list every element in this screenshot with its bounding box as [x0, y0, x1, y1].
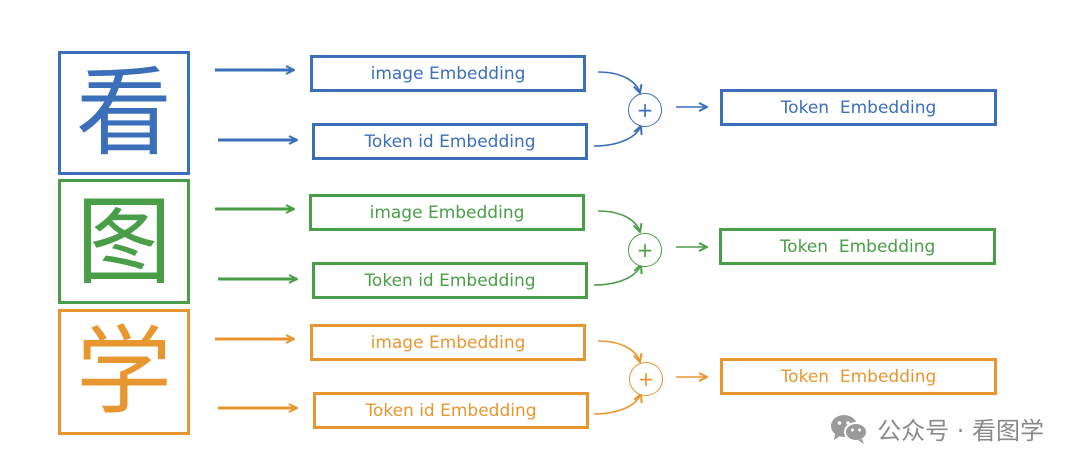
wechat-icon	[829, 413, 869, 445]
image-embedding-box: image Embedding	[310, 324, 586, 361]
plus-operator: +	[628, 93, 662, 127]
token-embedding-box: Token Embedding	[720, 89, 997, 126]
image-embedding-box: image Embedding	[310, 55, 586, 92]
watermark: 公众号 · 看图学	[829, 411, 1044, 446]
watermark-text: 公众号 · 看图学	[877, 417, 1044, 445]
arrow-token-id-embedding-to-plus	[593, 265, 641, 286]
token-embedding-box: Token Embedding	[720, 358, 997, 395]
plus-operator: +	[628, 233, 662, 267]
token-id-embedding-box: Token id Embedding	[313, 392, 589, 429]
character-box-kan: 看	[58, 51, 190, 175]
plus-operator: +	[629, 362, 663, 396]
row-1-arrows	[215, 70, 707, 147]
arrow-image-embedding-to-plus	[597, 210, 640, 232]
row-2-arrows	[215, 209, 707, 286]
character-box-tu: 图	[58, 179, 190, 304]
token-id-embedding-box: Token id Embedding	[312, 262, 588, 299]
arrow-image-embedding-to-plus	[597, 340, 640, 362]
character-box-xue: 学	[58, 309, 190, 435]
arrow-token-id-embedding-to-plus	[593, 394, 641, 415]
arrow-image-embedding-to-plus	[597, 71, 640, 93]
token-embedding-box: Token Embedding	[719, 228, 996, 265]
token-id-embedding-box: Token id Embedding	[312, 123, 588, 160]
row-3-arrows	[215, 339, 707, 415]
image-embedding-box: image Embedding	[309, 194, 585, 231]
arrow-token-id-embedding-to-plus	[593, 126, 641, 147]
